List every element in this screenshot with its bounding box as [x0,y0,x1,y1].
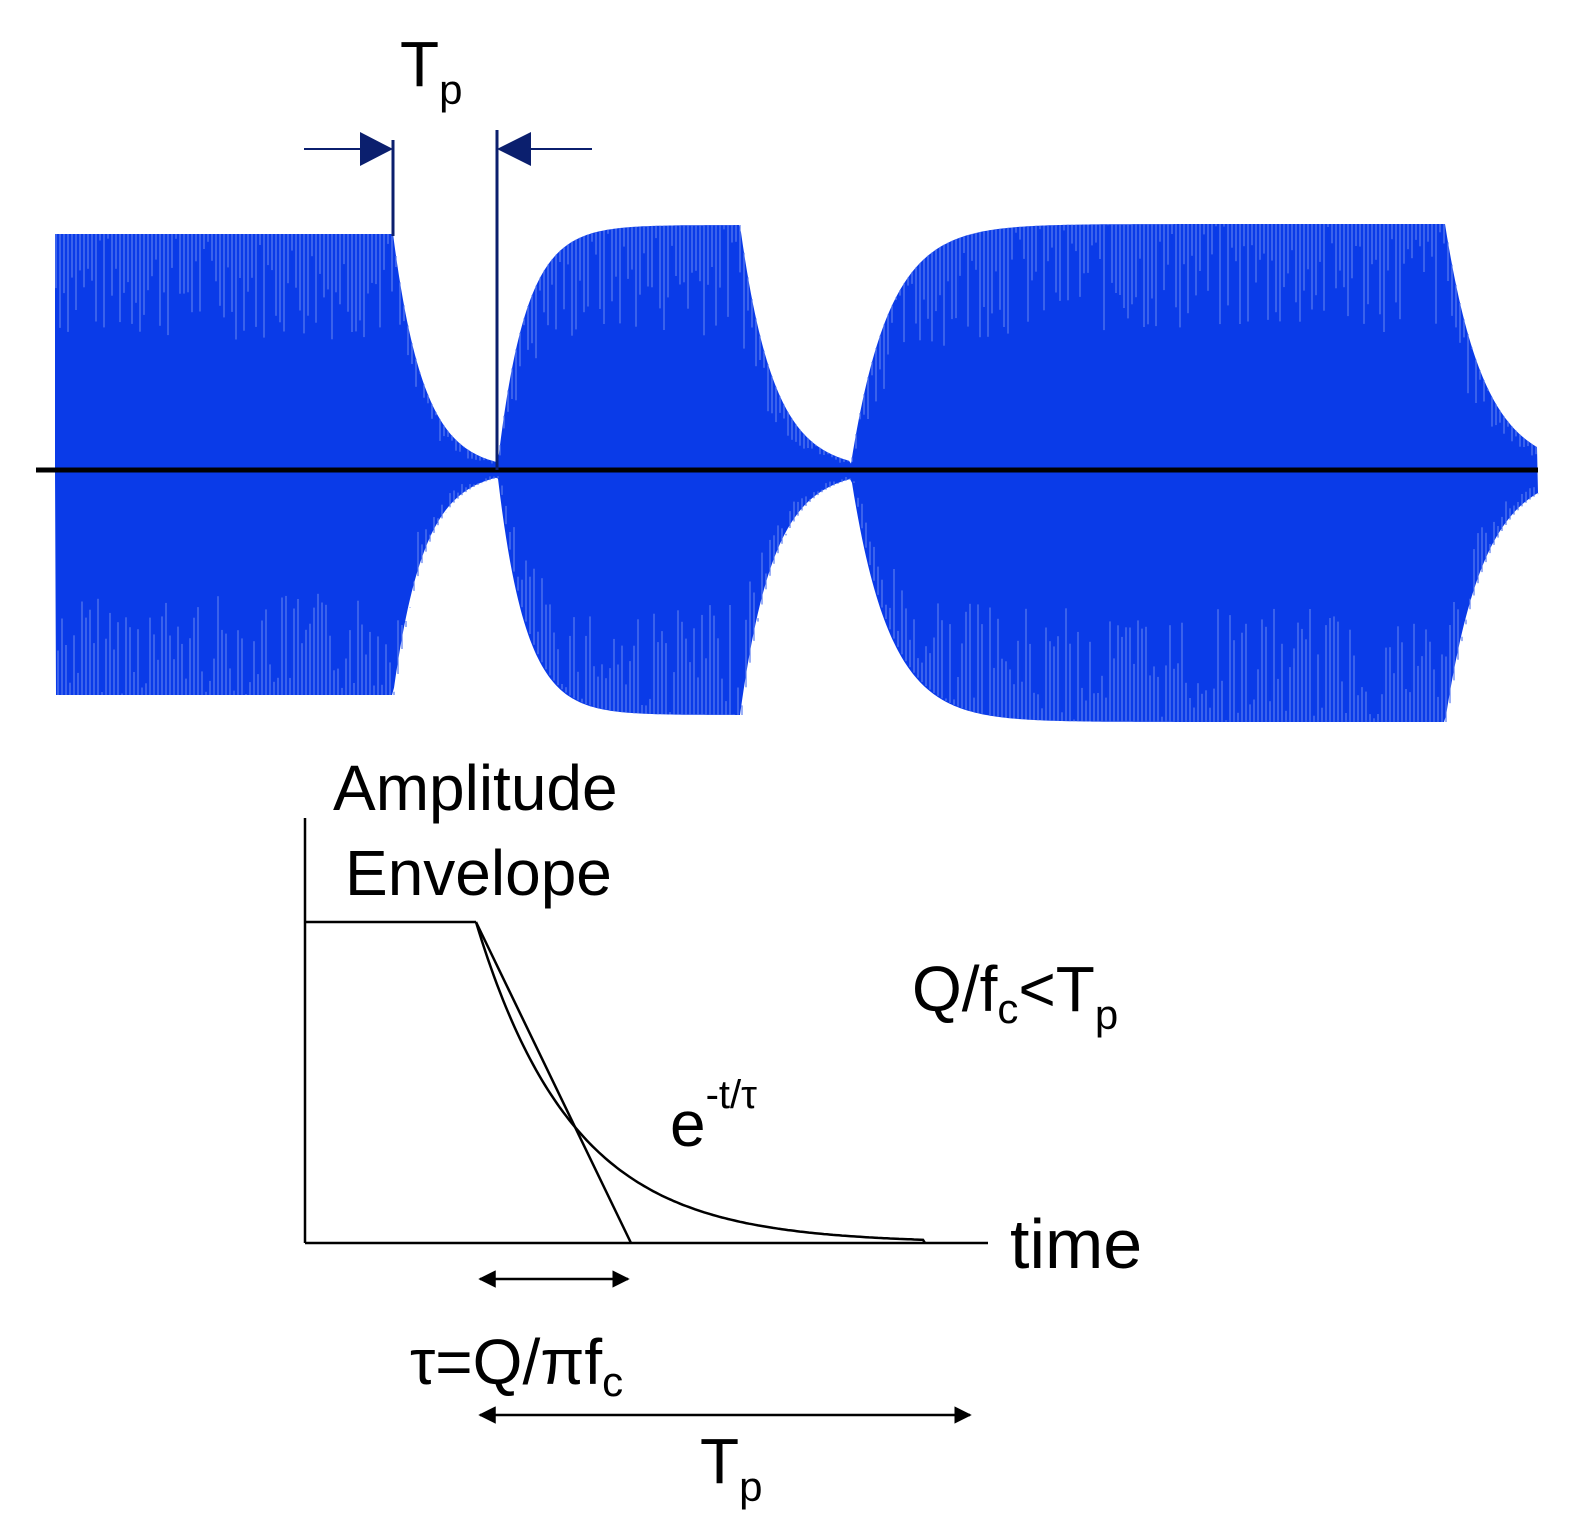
condition-label: Q/fc<Tp [912,953,1118,1038]
rf-waveform [55,224,1539,722]
tp-pulse-gap-marker [304,130,592,470]
envelope-axes [303,818,988,1245]
tp-gap-right-arrowhead [497,132,531,166]
tau-formula-label: τ=Q/πfc [410,1326,623,1405]
top-tp-label: Tp [400,28,462,113]
envelope-linear-decay [474,921,633,1244]
exponential-label: e-t/τ [670,1073,757,1160]
time-axis-label: time [1010,1205,1142,1283]
envelope-title-line1: Amplitude [333,752,618,824]
envelope-curves [305,920,927,1244]
envelope-exponential-decay [474,921,927,1244]
tp-gap-left-arrowhead [360,132,393,166]
waveform-envelope-fill [55,224,1538,722]
envelope-title-line2: Envelope [345,837,612,909]
waveform-carrier-lines [55,224,1539,722]
bottom-tp-label: Tp [700,1425,762,1510]
